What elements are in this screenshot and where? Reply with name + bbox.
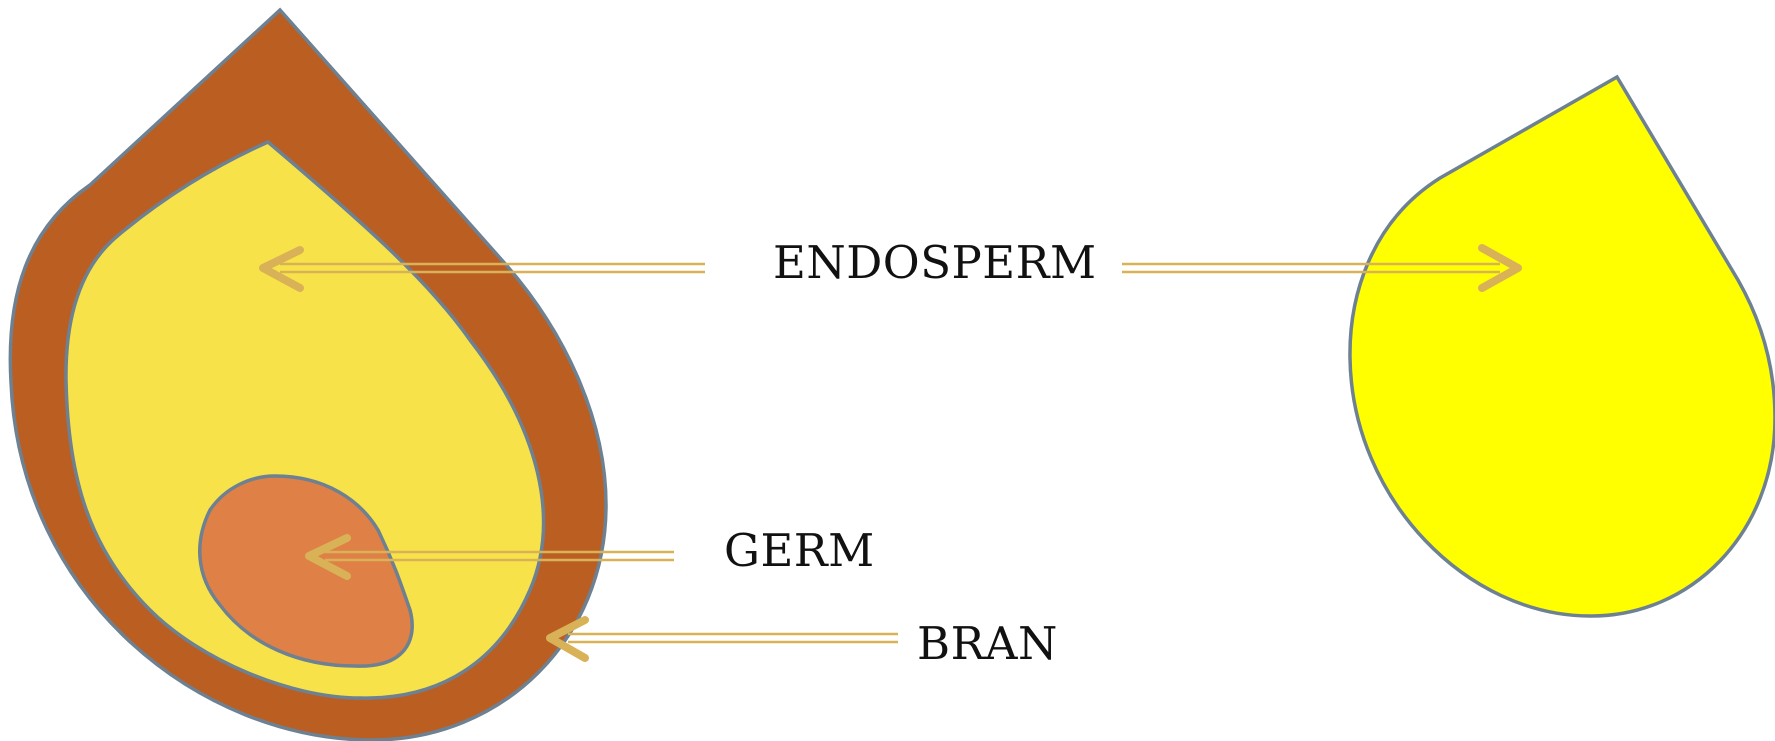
whole-grain-kernel — [10, 10, 606, 740]
arrow-bran — [550, 620, 898, 658]
label-germ: GERM — [724, 524, 875, 577]
label-endosperm: ENDOSPERM — [773, 236, 1097, 289]
label-bran: BRAN — [917, 617, 1058, 670]
refined-grain-endosperm — [1350, 77, 1775, 616]
